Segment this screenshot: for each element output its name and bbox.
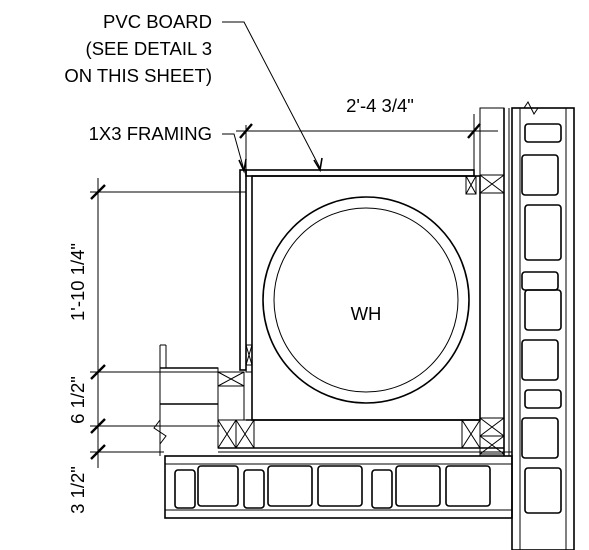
dim-6-half-label: 6 1/2"	[67, 376, 88, 424]
water-heater-label: WH	[351, 303, 382, 324]
right-masonry-wall	[511, 101, 575, 550]
bottom-masonry-wall	[164, 455, 513, 519]
dim-3-half-label: 3 1/2"	[67, 466, 88, 514]
bottom-wall-blocks	[174, 465, 491, 509]
pvc-leader	[222, 21, 321, 169]
width-dimension: 2'-4 3/4"	[236, 95, 498, 172]
bottom-insulated-wall	[217, 419, 512, 453]
height-dimensions: 1'-10 1/4" 6 1/2" 3 1/2"	[67, 178, 246, 514]
water-heater: WH	[251, 175, 481, 421]
pvc-board-label-line2: (SEE DETAIL 3	[86, 38, 212, 59]
right-wall-blocks	[521, 123, 562, 514]
pvc-board-label-line3: ON THIS SHEET)	[64, 65, 212, 86]
pvc-board-label-line1: PVC BOARD	[103, 11, 212, 32]
left-interior-wall	[153, 344, 245, 456]
framing-leader	[222, 133, 245, 171]
width-dim-label: 2'-4 3/4"	[346, 95, 414, 116]
pvc-enclosure	[239, 169, 480, 421]
right-insulated-wall	[479, 107, 510, 457]
height-dim-label: 1'-10 1/4"	[67, 243, 88, 321]
callouts: PVC BOARD (SEE DETAIL 3 ON THIS SHEET) 1…	[64, 11, 323, 174]
framing-label: 1X3 FRAMING	[89, 123, 212, 144]
